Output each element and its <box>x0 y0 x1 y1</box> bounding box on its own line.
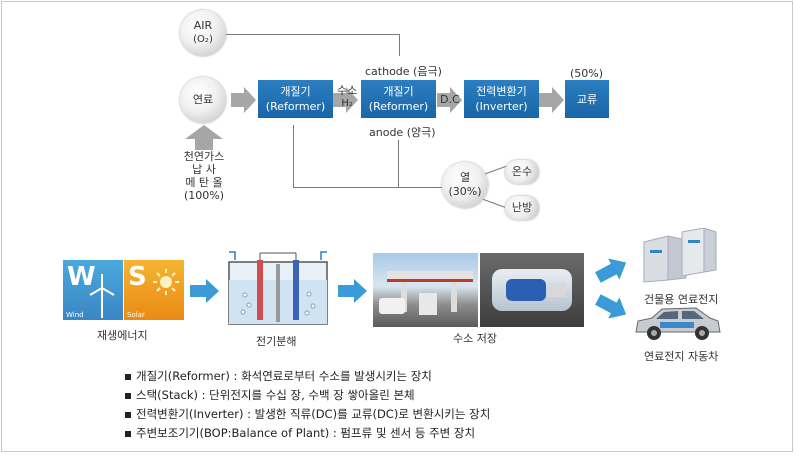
electrolysis-diagram <box>225 250 331 330</box>
wind-panel: W Wind <box>63 260 123 320</box>
fuel-cell-unit-icon <box>643 227 717 283</box>
natural-gas-item: 천연가스 <box>183 150 225 163</box>
naphtha-item: 납 사 <box>192 163 216 176</box>
legend-text: 주변보조기기(BOP:Balance of Plant) : 펌프류 및 센서 … <box>136 426 476 440</box>
air-circle: AIR (O₂) <box>180 10 226 56</box>
air-sub: (O₂) <box>193 34 213 45</box>
percent-50: (50%) <box>570 67 604 80</box>
renewable-caption: 재생에너지 <box>97 329 148 342</box>
blue-arrow-icon <box>190 279 219 303</box>
fuel-label: 연료 <box>192 93 214 106</box>
stack-box: 개질기 (Reformer) <box>361 80 436 118</box>
hydrogen-text: 수소 <box>337 84 358 97</box>
up-arrow-icon <box>185 125 223 150</box>
solar-panel: S Solar <box>124 260 184 320</box>
percent-100: (100%) <box>183 189 225 202</box>
heat-line-v1 <box>293 125 294 187</box>
legend-text: 개질기(Reformer) : 화석연료로부터 수소를 발생시키는 장치 <box>136 369 432 383</box>
legend-item-stack: 스택(Stack) : 단위전지를 수십 장, 수백 장 쌓아올린 본체 <box>125 387 415 403</box>
air-label: AIR <box>193 19 213 32</box>
hot-water-circle: 온수 <box>505 160 539 184</box>
inverter-box: 전력변환기 (Inverter) <box>464 80 539 118</box>
wind-turbine-icon <box>89 274 115 318</box>
fuel-circle: 연료 <box>180 77 226 123</box>
legend-item-reformer: 개질기(Reformer) : 화석연료로부터 수소를 발생시키는 장치 <box>125 368 432 384</box>
legend-text: 스택(Stack) : 단위전지를 수십 장, 수백 장 쌓아올린 본체 <box>136 388 415 402</box>
stack-title: 개질기 <box>383 85 414 98</box>
blue-arrow-down-icon <box>595 294 627 319</box>
inverter-title: 전력변환기 <box>476 85 527 98</box>
blue-arrow-up-icon <box>595 258 627 283</box>
hot-water-label: 온수 <box>511 165 533 178</box>
heat-pct: (30%) <box>448 185 482 198</box>
legend-item-bop: 주변보조기기(BOP:Balance of Plant) : 펌프류 및 센서 … <box>125 425 475 441</box>
hydrogen-label: 수소 H₂ <box>337 84 357 110</box>
fuel-cell-device-photo <box>480 253 584 327</box>
reformer-box: 개질기 (Reformer) <box>258 80 333 118</box>
reformer-title: 개질기 <box>280 85 311 98</box>
building-caption: 건물용 연료전지 <box>644 293 719 306</box>
wind-letter: W <box>67 262 96 292</box>
heat-label: 열 <box>459 171 471 184</box>
bullet-icon <box>125 373 131 380</box>
bullet-icon <box>125 430 131 437</box>
stack-subtitle: (Reformer) <box>368 100 429 113</box>
reformer-subtitle: (Reformer) <box>265 100 326 113</box>
sun-icon <box>153 269 179 295</box>
heat-circle: 열 (30%) <box>442 162 488 208</box>
electrolysis-caption: 전기분해 <box>256 335 297 348</box>
building-fuel-cell-photo <box>638 227 718 284</box>
solar-word: Solar <box>127 311 145 319</box>
right-arrow-icon <box>333 87 358 113</box>
air-line-h <box>225 34 399 35</box>
bullet-icon <box>125 411 131 418</box>
heat-line-v2 <box>398 140 399 187</box>
heat-line-h <box>293 187 443 188</box>
inverter-subtitle: (Inverter) <box>475 100 528 113</box>
right-arrow-icon <box>437 87 462 113</box>
blue-arrow-icon <box>338 279 367 303</box>
hydrogen-storage-caption: 수소 저장 <box>453 332 497 345</box>
heating-circle: 난방 <box>505 196 539 220</box>
ac-box: 교류 <box>565 80 609 118</box>
anode-label: anode (양극) <box>369 126 436 139</box>
wind-word: Wind <box>66 311 84 319</box>
vehicle-caption: 연료전지 자동차 <box>644 350 719 363</box>
methanol-item: 메 탄 올 <box>185 176 223 189</box>
dc-label: D.C <box>440 93 460 106</box>
solar-letter: S <box>128 262 147 292</box>
hydrogen-station-photo <box>373 253 478 327</box>
hydrogen-formula: H₂ <box>341 98 353 109</box>
bullet-icon <box>125 392 131 399</box>
ac-label: 교류 <box>576 92 598 106</box>
suv-icon <box>635 307 721 340</box>
heating-label: 난방 <box>511 201 533 214</box>
air-line-v <box>399 34 400 56</box>
natural-gas-list: 천연가스 납 사 메 탄 올 (100%) <box>180 150 228 202</box>
fuel-cell-vehicle-photo <box>630 304 722 344</box>
right-arrow-icon <box>539 87 564 113</box>
legend-text: 전력변환기(Inverter) : 발생한 직류(DC)를 교류(DC)로 변환… <box>136 407 491 421</box>
legend-item-inverter: 전력변환기(Inverter) : 발생한 직류(DC)를 교류(DC)로 변환… <box>125 406 490 422</box>
electrolysis-cell-icon <box>228 251 328 325</box>
cathode-label: cathode (음극) <box>365 65 442 78</box>
right-arrow-icon <box>231 87 256 113</box>
